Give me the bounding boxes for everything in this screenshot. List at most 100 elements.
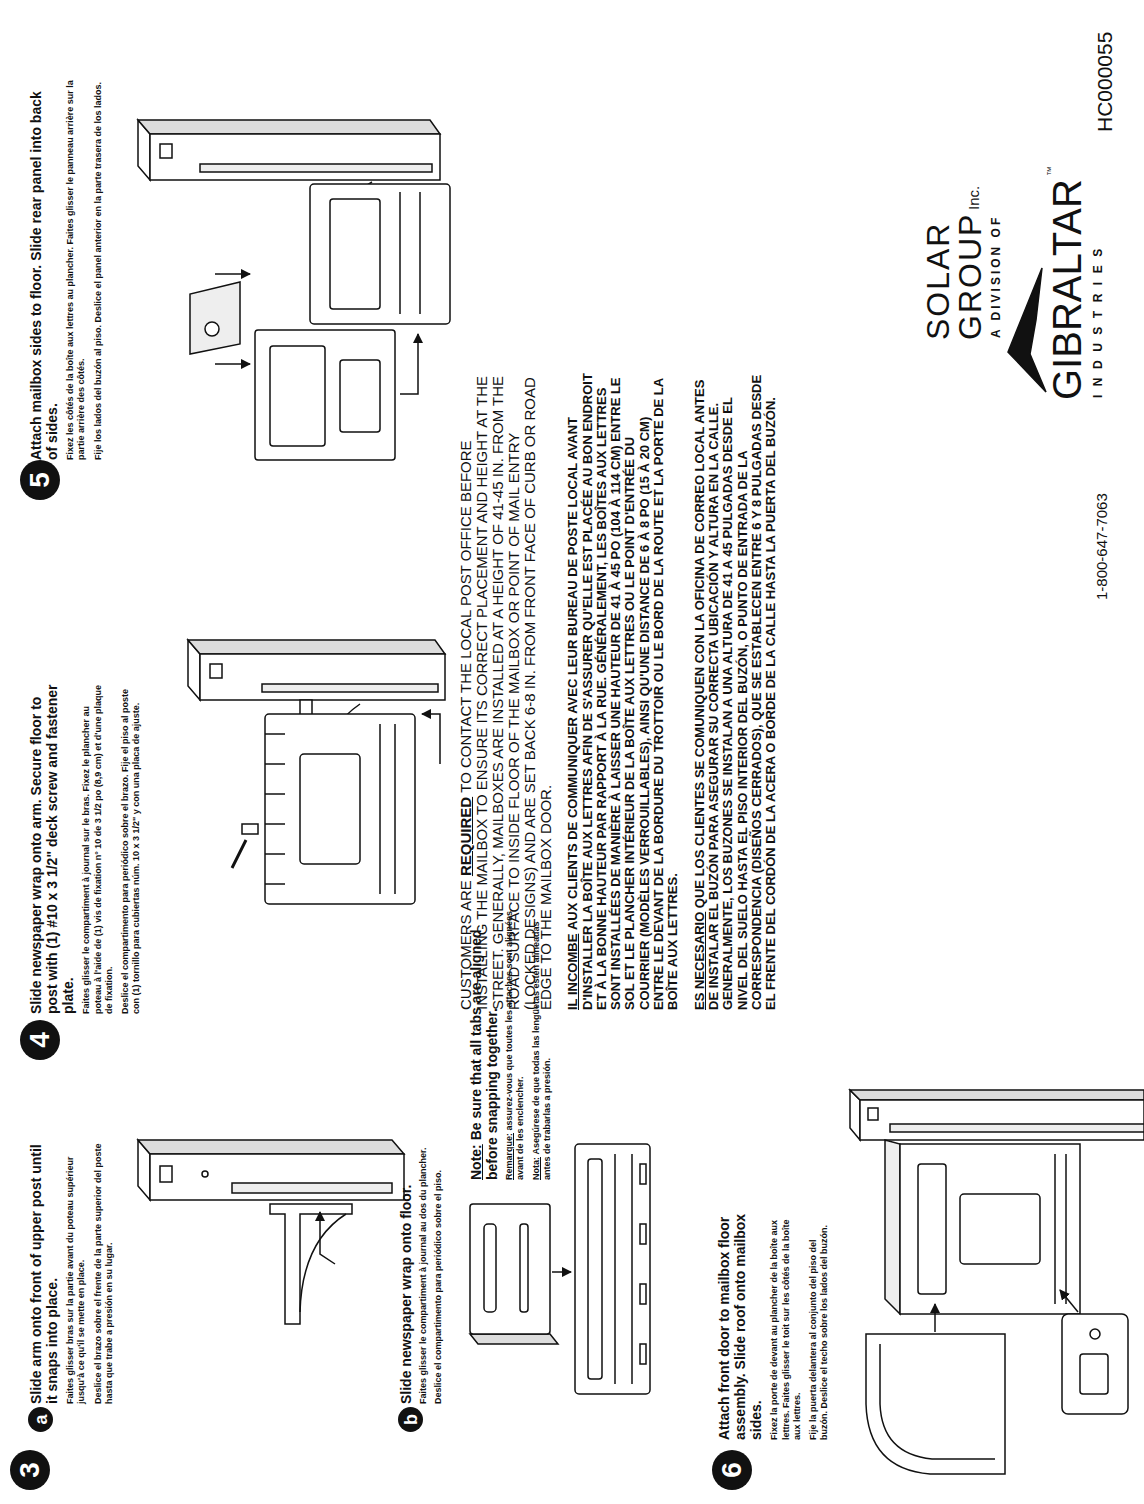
- instruction-text: Slide arm onto front of upper post until…: [28, 1144, 60, 1404]
- instruction-text: Slide newspaper wrap onto floor. Faites g…: [398, 1134, 445, 1404]
- upper-post: [138, 1140, 404, 1154]
- post: [188, 640, 445, 700]
- mailbox-assembly: [900, 1144, 1080, 1314]
- post: [868, 1108, 878, 1120]
- code-text: 1-800-647-7063: [1094, 493, 1109, 600]
- step-number: 6: [718, 1462, 746, 1478]
- logo-text: SOLAR: [922, 222, 954, 340]
- instruction-text: Slide newspaper wrap onto floor.: [398, 1185, 414, 1404]
- paragraph: Deslice el brazo sobre el frente de la p…: [93, 1134, 116, 1404]
- mailbox-roof: [934, 1304, 936, 1332]
- logo-text: Inc.: [966, 186, 981, 210]
- instruction-text: Attach mailbox sides to floor. Slide rea…: [28, 91, 60, 460]
- paragraph: Slide newspaper wrap onto arm. Secure fl…: [28, 684, 76, 1014]
- step-badge: 5: [20, 460, 60, 500]
- arm-and-floor: [422, 714, 440, 764]
- paragraph: IL INCOMBEAUX CLIENTS DE COMMUNIQUER AVE…: [566, 370, 680, 1010]
- instruction-text: CUSTOMERS AREREQUIREDTO CONTACT THE LOCA…: [458, 370, 778, 1010]
- instruction-text: AUX CLIENTS DE COMMUNIQUER AVEC LEUR BUR…: [565, 373, 680, 1010]
- paragraph: Slide arm onto front of upper post until…: [28, 1134, 60, 1404]
- code-text: HC000055: [1094, 32, 1115, 132]
- instruction-text: CUSTOMERS ARE: [457, 880, 474, 1010]
- mailbox-floor: [640, 1224, 646, 1244]
- paragraph: Faites glisser le compartiment à journal…: [418, 1134, 429, 1404]
- upper-post: [202, 1171, 208, 1177]
- mailbox-assembly: [960, 1194, 1040, 1264]
- mailbox-sides: [340, 360, 380, 432]
- arm-and-floor: [379, 724, 381, 894]
- post: [850, 1090, 1144, 1140]
- mailbox-floor: [631, 1154, 633, 1384]
- step-badge: 4: [20, 1020, 60, 1060]
- arm-and-floor: [265, 883, 285, 885]
- rear-panel: [190, 282, 240, 354]
- mailbox-door: [1060, 1290, 1078, 1312]
- mailbox-floor: [399, 192, 401, 314]
- instruction-text: Fije la puerta delantera al conjunto del…: [808, 1225, 829, 1440]
- paragraph: Attach front door to mailbox floor assem…: [716, 1210, 764, 1440]
- post: [138, 120, 440, 134]
- logo-text: A DIVISION OF: [990, 215, 1002, 338]
- paragraph: Faites glisser le compartiment à journal…: [81, 684, 115, 1014]
- paragraph: CUSTOMERS AREREQUIREDTO CONTACT THE LOCA…: [458, 370, 554, 1010]
- mailbox-arm: [270, 1204, 352, 1324]
- instruction-text: Nota:: [531, 1157, 541, 1180]
- newspaper-wrap: [470, 1204, 550, 1334]
- rear-panel: [190, 274, 250, 364]
- post: [210, 664, 222, 678]
- step-badge: a: [28, 1407, 53, 1432]
- arm-and-floor: [300, 754, 360, 864]
- instruction-text: Fixez la porte de devant au plancher de …: [769, 1219, 802, 1440]
- instruction-text: Deslice el compartimento para periódico …: [120, 689, 141, 1014]
- mailbox-sides: [270, 346, 325, 446]
- arm-and-floor: [265, 763, 285, 765]
- mailbox-floor: [640, 1164, 646, 1184]
- paragraph: Fije los lados del buzón al piso. Deslic…: [93, 80, 104, 460]
- step-badge: 3: [10, 1450, 50, 1490]
- mailbox-floor: [330, 199, 380, 309]
- rear-panel: [215, 273, 250, 275]
- step-number: b: [402, 1414, 420, 1425]
- upper-post: [232, 1183, 392, 1193]
- arm-and-floor: [265, 733, 285, 735]
- arm-and-floor: [265, 823, 285, 825]
- upper-post: [160, 1166, 172, 1182]
- mailbox-floor: [588, 1159, 602, 1379]
- mailbox-floor: [614, 1154, 616, 1384]
- mailbox-arm: [270, 1204, 352, 1324]
- mailbox-arm: [300, 1214, 346, 1312]
- arm-and-floor: [394, 724, 396, 894]
- instruction-text: Attach front door to mailbox floor assem…: [716, 1214, 764, 1440]
- mailbox-door: [1062, 1314, 1128, 1414]
- mailbox-assembly: [918, 1164, 946, 1294]
- step-number: 5: [26, 472, 54, 488]
- paragraph: Slide newspaper wrap onto floor.: [398, 1134, 414, 1404]
- mailbox-door: [1090, 1329, 1100, 1339]
- mailbox-sides: [255, 330, 395, 460]
- post: [200, 654, 445, 700]
- instruction-text: Attach mailbox sides to floor. Slide rea…: [28, 80, 104, 460]
- mailbox-floor: [310, 184, 450, 324]
- arm-and-floor: [265, 714, 415, 904]
- mailbox-sides: [255, 330, 418, 460]
- instruction-text: ES NECESARIO: [692, 912, 707, 1010]
- paragraph: Attach mailbox sides to floor. Slide rea…: [28, 80, 60, 460]
- instruction-text: Note:: [468, 1144, 484, 1180]
- instruction-text: Remarque:: [504, 1133, 514, 1180]
- instruction-text: IL INCOMBE: [565, 934, 580, 1010]
- instruction-text: Fije los lados del buzón al piso. Deslic…: [93, 82, 103, 460]
- arm-and-floor: [265, 853, 285, 855]
- deck-screw: [232, 824, 258, 868]
- mailbox-arm: [320, 1212, 335, 1264]
- mailbox-floor: [640, 1344, 646, 1364]
- step-badge: 6: [712, 1450, 752, 1490]
- paragraph: Fixez les côtés de la boîte aux lettres …: [65, 80, 88, 460]
- newspaper-wrap: [484, 1224, 496, 1312]
- post: [150, 134, 440, 180]
- paragraph: Faites glisser bras sur la partie avant …: [65, 1134, 88, 1404]
- newspaper-wrap: [552, 1271, 571, 1273]
- newspaper-wrap: [470, 1204, 571, 1344]
- rear-panel: [215, 363, 250, 365]
- instruction-text: Deslice el brazo sobre el frente de la p…: [93, 1143, 114, 1404]
